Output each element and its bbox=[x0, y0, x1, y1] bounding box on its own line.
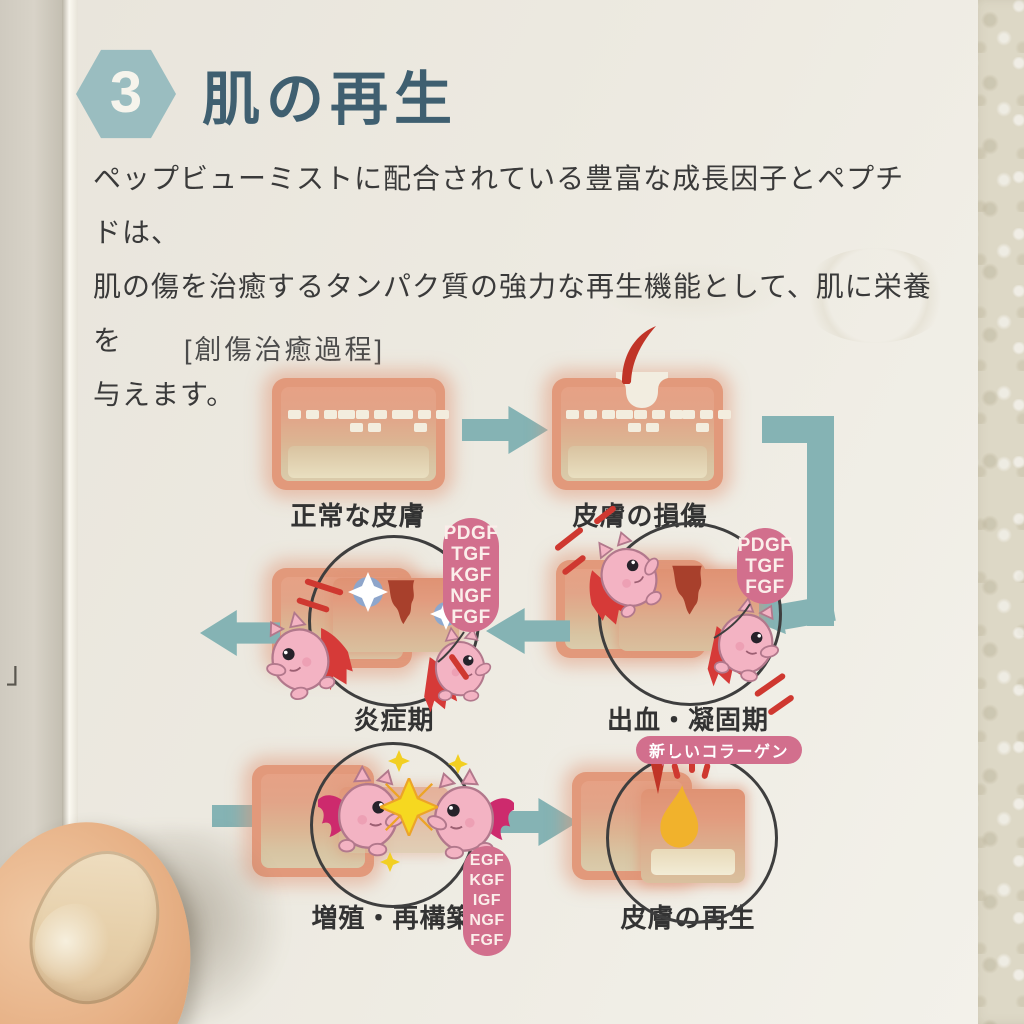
growth-factor-badge-bleeding: PDGF TGF FGF bbox=[737, 528, 793, 604]
factor-label: EGF bbox=[469, 852, 505, 869]
sparkle-icon bbox=[388, 750, 410, 772]
factor-label: TGF bbox=[745, 555, 785, 577]
factor-label: KGF bbox=[469, 872, 505, 889]
sparkle-icon bbox=[448, 754, 468, 774]
collagen-drop-icon bbox=[660, 785, 699, 848]
factor-label: PDGF bbox=[443, 522, 499, 544]
badge-leader-line bbox=[713, 603, 751, 639]
page-fold bbox=[62, 0, 78, 1024]
factor-label: FGF bbox=[745, 576, 785, 598]
factor-label: NGF bbox=[469, 912, 505, 929]
stage-label-bleeding: 出血・凝固期 bbox=[606, 705, 770, 735]
stage-label-inflammation: 炎症期 bbox=[353, 705, 435, 735]
paragraph-line: 肌の傷を治癒するタンパク質の強力な再生機能として、肌に栄養を bbox=[93, 271, 932, 356]
factor-label: IGF bbox=[472, 892, 502, 909]
left-page-text-fragment: 」 bbox=[6, 657, 36, 690]
intro-paragraph: ペップビューミストに配合されている豊富な成長因子とペプチドは、 肌の傷を治癒する… bbox=[93, 152, 933, 422]
callout-pill-new-collagen: 新しいコラーゲン bbox=[636, 736, 803, 764]
diagram-heading: [創傷治癒過程] bbox=[184, 335, 386, 365]
paragraph-line: 与えます。 bbox=[93, 379, 236, 410]
magnifier-circle-regeneration bbox=[606, 752, 778, 924]
thumbnail-nail bbox=[8, 830, 183, 1024]
factor-label: FGF bbox=[470, 932, 504, 949]
section-number: 3 bbox=[109, 59, 143, 125]
factor-label: TGF bbox=[451, 543, 491, 565]
badge-leader-line bbox=[437, 631, 465, 663]
illustration-damaged-skin bbox=[552, 326, 731, 490]
factor-label: FGF bbox=[451, 606, 491, 628]
factor-label: PDGF bbox=[737, 534, 793, 556]
growth-factor-badge-inflammation: PDGF TGF KGF NGF FGF bbox=[443, 518, 499, 632]
growth-factor-badge-proliferation: EGF KGF IGF NGF FGF bbox=[463, 846, 511, 956]
factor-label: KGF bbox=[450, 564, 492, 586]
paragraph-line: ペップビューミストに配合されている豊富な成長因子とペプチドは、 bbox=[93, 163, 905, 248]
scratch-icon bbox=[622, 326, 656, 384]
sparkle-icon bbox=[380, 852, 400, 872]
factor-label: NGF bbox=[450, 585, 492, 607]
collagen-star-icon bbox=[380, 778, 438, 836]
illustration-normal-skin bbox=[272, 378, 449, 490]
stage-label-normal: 正常な皮膚 bbox=[290, 501, 426, 531]
blood-clot bbox=[387, 580, 415, 625]
page-title: 肌の再生 bbox=[202, 67, 459, 132]
sparkle-icon bbox=[348, 572, 388, 612]
